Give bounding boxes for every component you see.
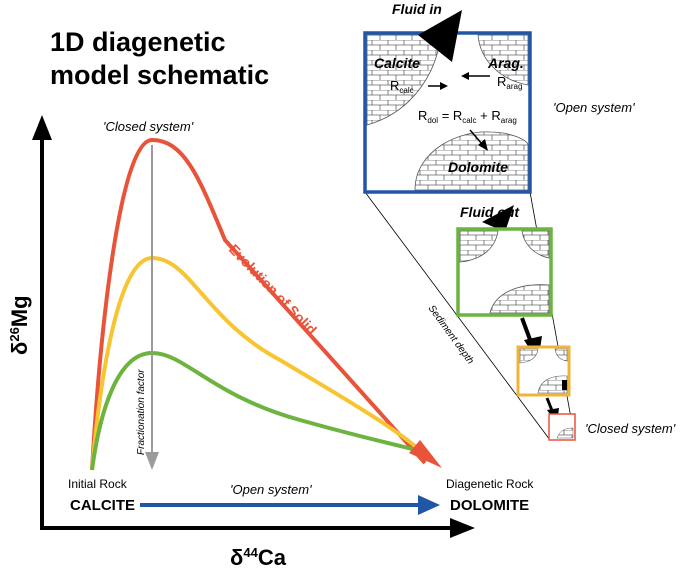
dolomite-label: DOLOMITE [450,497,529,514]
calcite-label: CALCITE [70,497,135,514]
initial-rock-label: Initial Rock [68,477,128,491]
title-line-2: model schematic [50,60,269,90]
r-calc-arrowhead [440,82,448,90]
closed-system-top-label: 'Closed system' [103,119,194,134]
diagenetic-rock-label: Diagenetic Rock [446,477,534,491]
evolution-of-solid-label: Evolution of Solid [226,241,320,338]
r-dol-equation: Rdol = Rcalc + Rarag [418,108,517,125]
y-axis-label: δ26Mg [7,295,32,355]
orange-inset-box [516,345,571,397]
x-axis-label: δ44Ca [230,545,287,570]
dolomite-arrow [469,129,483,145]
fluid-in-arrow-icon [418,10,462,62]
fractionation-arrowhead [145,452,159,470]
blue-inset-box [363,31,532,194]
green-inset-box [456,227,553,317]
inset-aragonite-label: Arag. [487,55,524,71]
r-calc-label: Rcalc [390,78,414,95]
inset-closed-system-label: 'Closed system' [585,421,676,436]
red-inset-box [548,413,576,441]
green-curve [90,350,426,471]
title-line-1: 1D diagenetic [50,27,226,57]
r-arag-label: Rarag [497,74,522,91]
y-axis-arrowhead [32,115,52,140]
aragonite-grain-icon [477,34,529,86]
fluid-in-label: Fluid in [392,1,442,17]
x-axis-arrowhead [450,518,475,538]
fractionation-factor-label: Fractionation factor [136,369,147,455]
inset-dolomite-label: Dolomite [448,159,508,175]
open-system-bottom-label: 'Open system' [230,482,312,497]
inset-open-system-label: 'Open system' [553,100,635,115]
red-curve [90,137,427,471]
red-arrowhead [409,440,442,468]
r-arag-arrowhead [461,72,469,80]
inset-calcite-label: Calcite [374,55,420,71]
fluid-out-label: Fluid out [460,204,520,220]
dolomite-arrowhead [478,139,488,151]
yellow-curve [90,255,427,471]
open-system-arrowhead [418,495,440,515]
dolomite-grain-icon [414,131,529,191]
fluid-out-arrow-icon [482,205,514,232]
